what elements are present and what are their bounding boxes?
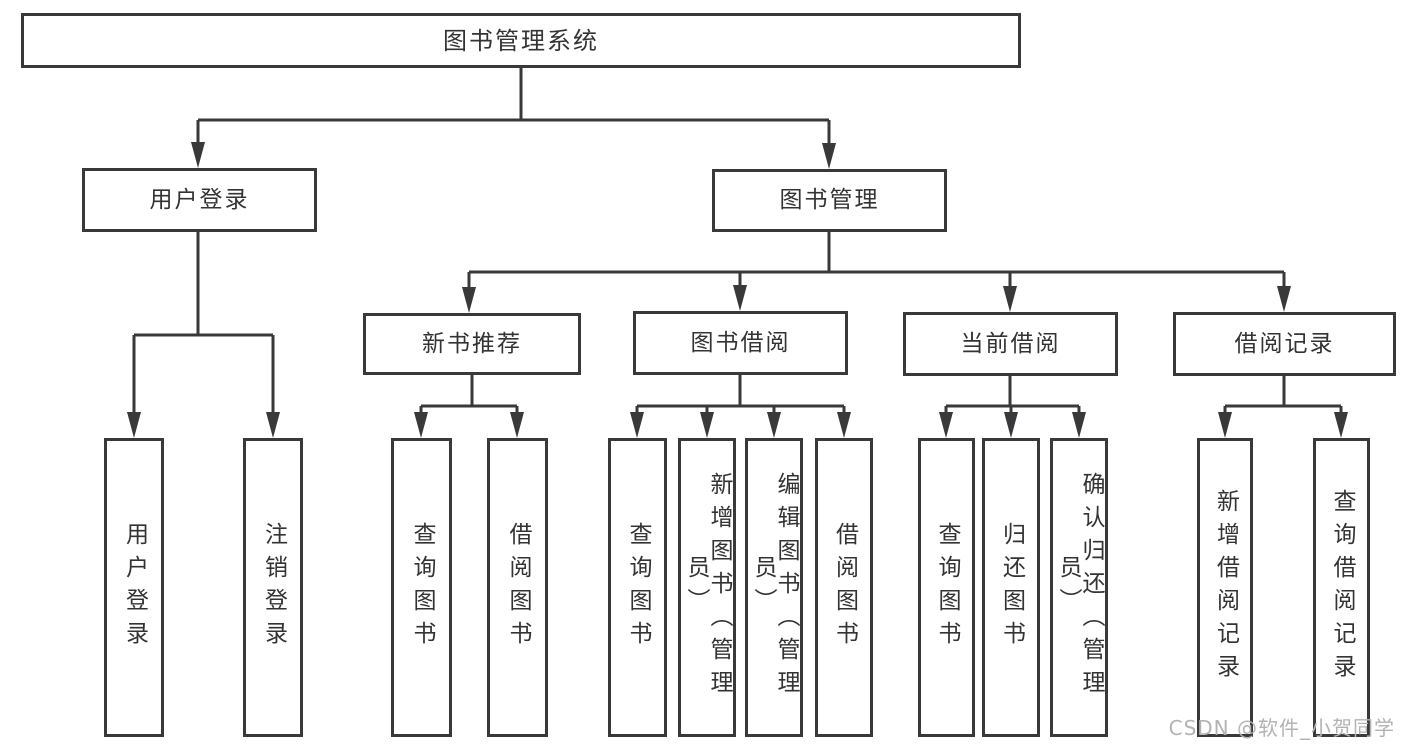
arrowhead: [630, 412, 644, 438]
arrowhead: [837, 412, 851, 438]
arrowhead: [939, 412, 953, 438]
arrowheads: [127, 142, 1348, 438]
leaf-return-books: 归还图书: [982, 438, 1040, 737]
arrowhead: [1334, 412, 1348, 438]
leaf-confirm-return-admin: 确认归还（管理员）: [1050, 438, 1108, 737]
node-book-borrow: 图书借阅: [633, 311, 848, 375]
arrowhead: [767, 412, 781, 438]
arrowhead: [733, 285, 747, 311]
arrowhead: [1072, 412, 1086, 438]
arrowhead: [1004, 412, 1018, 438]
arrowhead: [1003, 286, 1017, 312]
arrowhead: [1277, 286, 1291, 312]
arrowhead: [1218, 412, 1232, 438]
node-borrow-records: 借阅记录: [1173, 312, 1396, 376]
arrowhead: [191, 142, 205, 168]
leaf-query-borrow-record: 查询借阅记录: [1313, 438, 1370, 737]
arrowhead: [127, 412, 141, 438]
arrowhead: [510, 412, 524, 438]
node-book-management: 图书管理: [712, 169, 947, 232]
csdn-watermark: CSDN @软件_小贺同学: [1168, 716, 1395, 740]
arrowhead: [822, 143, 836, 169]
leaf-logout: 注销登录: [243, 438, 303, 737]
arrowhead: [414, 412, 428, 438]
arrowhead: [700, 412, 714, 438]
node-new-book-recommend: 新书推荐: [363, 313, 581, 375]
node-user-login: 用户登录: [82, 168, 317, 232]
leaf-add-books-admin: 新增图书（管理员）: [678, 438, 736, 737]
node-current-borrow: 当前借阅: [903, 312, 1118, 376]
arrowhead: [462, 287, 476, 313]
leaf-borrow-books: 借阅图书: [815, 438, 873, 737]
leaf-borrow-books-recommend: 借阅图书: [487, 438, 548, 737]
arrowhead: [266, 412, 280, 438]
leaf-add-borrow-record: 新增借阅记录: [1197, 438, 1253, 737]
leaf-query-books-recommend: 查询图书: [391, 438, 452, 737]
node-root-system: 图书管理系统: [21, 13, 1021, 68]
leaf-query-books-borrow: 查询图书: [608, 438, 667, 737]
leaf-query-books-current: 查询图书: [918, 438, 975, 737]
leaf-user-login: 用户登录: [104, 438, 164, 737]
leaf-edit-books-admin: 编辑图书（管理员）: [745, 438, 803, 737]
